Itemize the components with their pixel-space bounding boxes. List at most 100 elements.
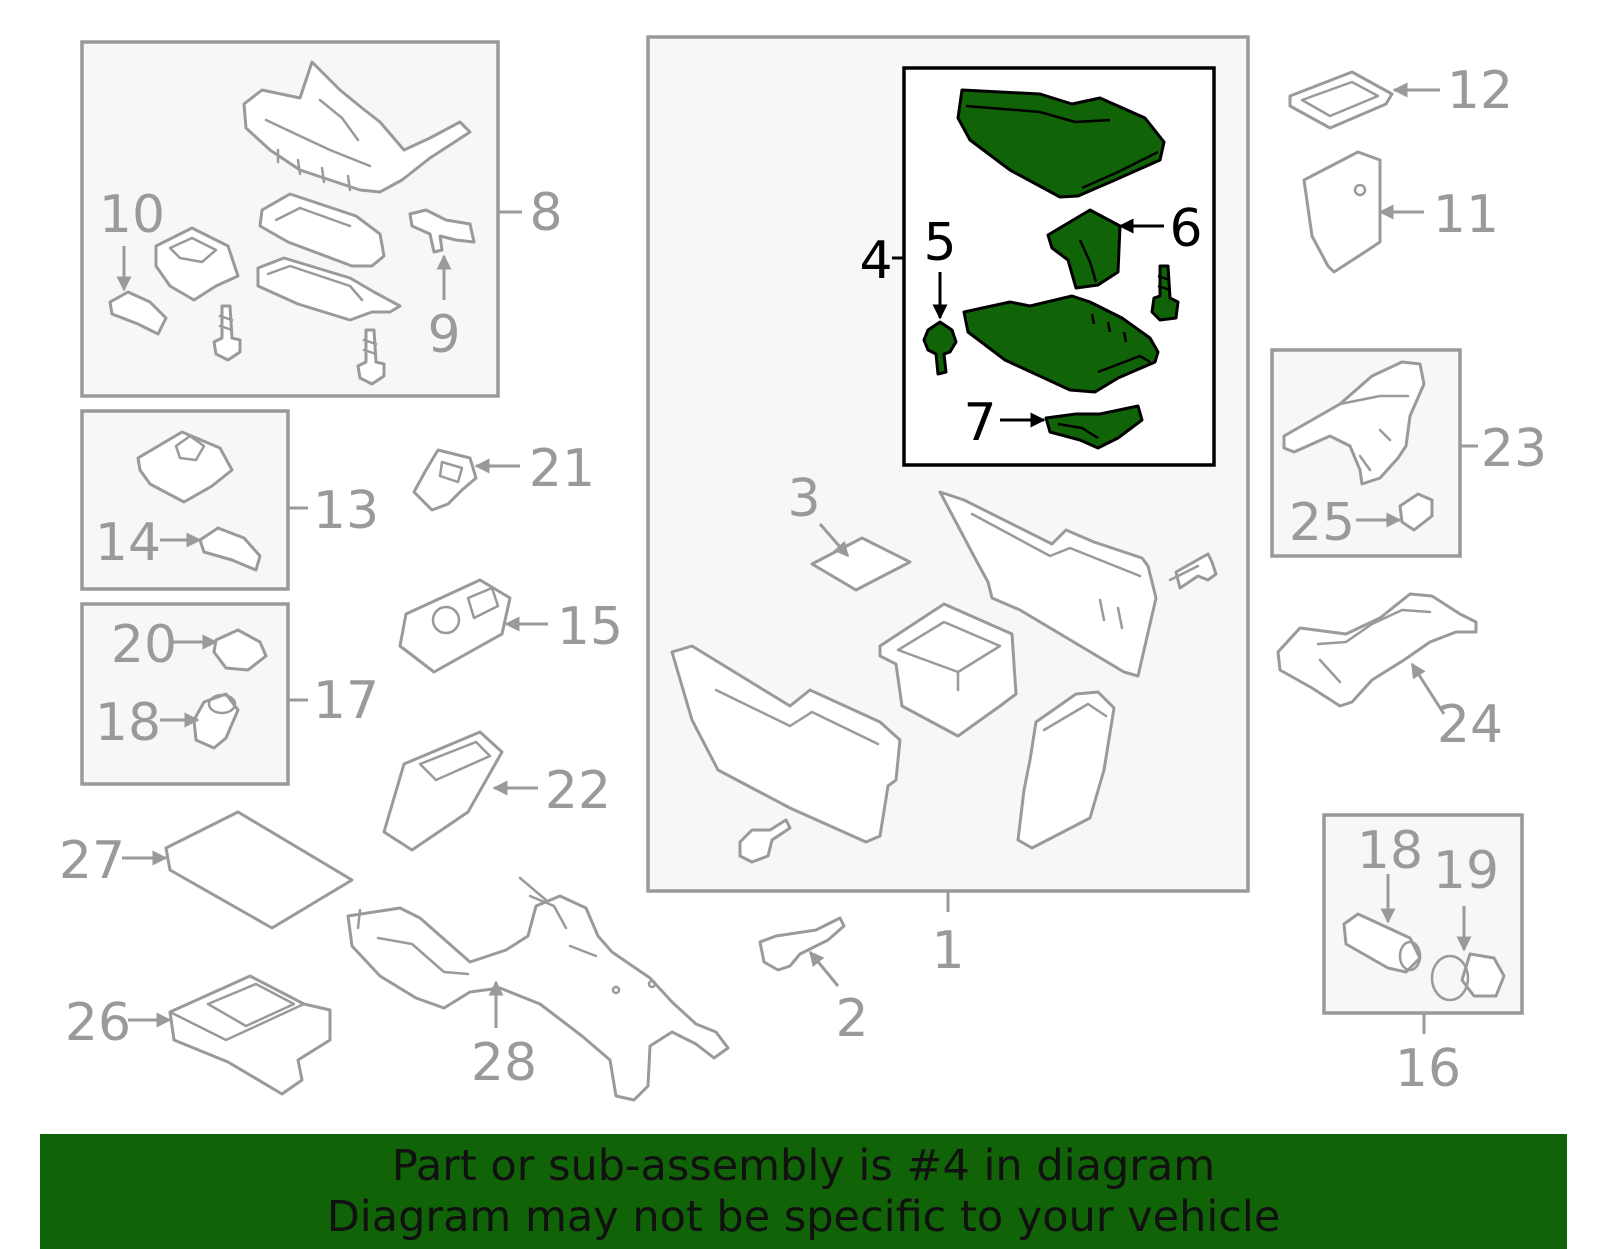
shifter-knob-shape [136,430,234,504]
screw-1a-thread [1168,564,1200,582]
bracket-part-10b[interactable] [108,290,168,336]
trim-panel-lower-part[interactable] [256,256,402,322]
clip-part-5[interactable] [922,320,958,376]
callout-17: 17 [313,671,379,731]
module-26-shape [168,974,332,1096]
info-banner: Part or sub-assembly is #4 in diagram Di… [40,1134,1567,1249]
storage-bin-part[interactable] [878,602,1018,738]
armrest-base-tabs [1090,313,1151,374]
cap-part-20[interactable] [212,628,268,672]
callout-24: 24 [1437,695,1503,755]
bracket-part-9[interactable] [408,208,476,254]
screw-part-8b[interactable] [356,328,386,386]
screw-1b-shape [738,818,792,864]
side-panel-right-shape [938,490,1158,678]
leader-3 [818,523,850,558]
callout-23: 23 [1481,419,1547,479]
bracket-10b-shape [108,290,168,336]
leader-24 [1410,662,1446,715]
switch-21-detail [438,460,464,484]
bracket-frame-28-shape [346,894,730,1102]
console-top-panel-part[interactable] [242,60,472,194]
armrest-lid-shape [956,88,1166,199]
clip-part-25[interactable] [1398,492,1434,532]
shifter-knob-part[interactable] [136,430,234,504]
trim-panel-upper-part[interactable] [258,192,386,268]
front-trim-panel-detail [1042,702,1108,732]
panel-11-hole [1353,183,1367,197]
bracket-part-14[interactable] [198,526,262,572]
cap-20-shape [212,628,268,672]
lighter-18b-opening [1398,940,1422,972]
trim-panel-lower-detail [266,264,364,302]
socket-cap-part-19[interactable] [1430,952,1506,1002]
callout-22: 22 [545,761,611,821]
socket-part-18[interactable] [192,692,240,750]
callout-18b: 18 [1357,821,1423,881]
screw-part-1b[interactable] [738,818,792,864]
trim-panel-lower-shape [256,256,402,322]
callout-6: 6 [1169,199,1202,259]
module-26-detail [168,982,306,1042]
armrest-bolt-thread [1157,274,1171,292]
pad-7-shape [1044,404,1144,450]
console-top-panel-shape [242,60,472,194]
handbrake-lever-part[interactable] [1282,360,1426,486]
bracket-9-shape [408,208,476,254]
panel-11-shape [1302,150,1382,274]
clip-2-shape [758,916,846,972]
armrest-base-part[interactable] [962,294,1160,394]
switch-bezel-part-10[interactable] [154,226,240,302]
front-trim-panel-part[interactable] [1016,690,1116,850]
callout-9: 9 [427,305,460,365]
pocket-part-22[interactable] [382,730,504,852]
pad-part-7[interactable] [1044,404,1144,450]
storage-bin-inner [896,620,1002,692]
screw-part-1a[interactable] [1168,552,1218,590]
armrest-lid-seam [965,104,1159,190]
callout-4: 4 [859,231,892,291]
callout-10: 10 [99,185,165,245]
screw-8a-thread [218,314,234,332]
callout-3: 3 [787,469,820,529]
callout-27: 27 [59,831,125,891]
screw-8b-shape [356,328,386,386]
bracket-frame-28-detail [356,876,598,976]
callout-8: 8 [529,183,562,243]
socket-cap-19-ring [1430,954,1470,1002]
hinge-bracket-detail [1078,239,1098,283]
lighter-part-18b[interactable] [1342,912,1422,974]
clip-part-2[interactable] [758,916,846,972]
switch-part-21[interactable] [412,448,478,512]
bracket-frame-part-28[interactable] [346,876,730,1102]
banner-line-2: Diagram may not be specific to your vehi… [326,1191,1281,1242]
callout-7: 7 [963,393,996,453]
armrest-bolt-part[interactable] [1150,264,1180,322]
callout-12: 12 [1447,61,1513,121]
bracket-frame-28-hole-b [647,979,657,989]
trim-panel-upper-detail [274,206,352,228]
armrest-lid-part[interactable] [956,88,1166,199]
callout-19: 19 [1433,841,1499,901]
switch-21-shape [412,448,478,512]
mat-12-shape [1288,70,1394,130]
callout-18a: 18 [95,693,161,753]
clip-25-shape [1398,492,1434,532]
mat-part-12[interactable] [1288,70,1394,130]
group-box-17 [80,602,290,786]
switch-panel-part-15[interactable] [398,578,512,674]
side-panel-left-part[interactable] [670,644,902,844]
panel-part-11[interactable] [1302,150,1382,274]
socket-cap-19-shape [1460,952,1506,998]
switch-panel-15-knob [431,605,461,635]
module-part-26[interactable] [168,974,332,1096]
hinge-bracket-part[interactable] [1046,208,1122,290]
mat-part-27[interactable] [164,810,354,930]
banner-line-1: Part or sub-assembly is #4 in diagram [391,1140,1216,1191]
callout-26: 26 [65,993,131,1053]
screw-part-8a[interactable] [212,304,242,362]
callout-1: 1 [931,921,964,981]
bracket-part-24[interactable] [1276,592,1478,708]
callout-13: 13 [313,481,379,541]
side-panel-right-part[interactable] [938,490,1158,678]
